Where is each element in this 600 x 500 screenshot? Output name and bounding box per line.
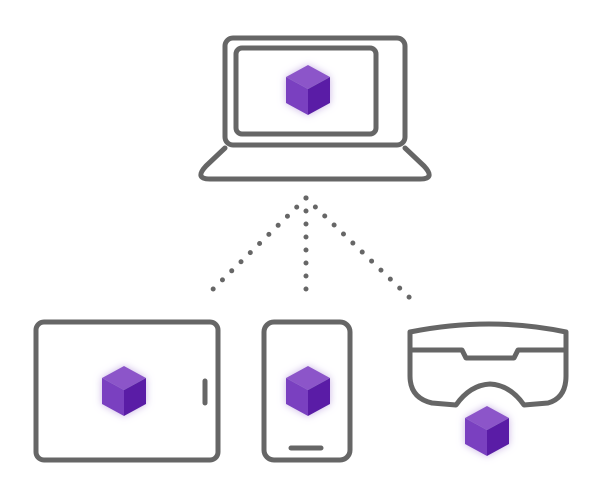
laptop-base (198, 145, 432, 182)
cube-3d-icon (102, 366, 146, 416)
phone-icon (261, 319, 353, 463)
connection-lines (201, 195, 413, 303)
tablet-body (33, 319, 221, 463)
laptop-screen (233, 45, 379, 137)
laptop-icon (198, 35, 432, 182)
cube-3d-icon (286, 366, 330, 416)
connection-laptop-tablet (201, 195, 309, 301)
connection-laptop-headset (303, 195, 413, 301)
headset-band (409, 347, 567, 361)
cube-3d-icon (286, 65, 330, 115)
vr-headset-icon (407, 321, 569, 408)
laptop-lid (222, 35, 408, 148)
headset-visor (407, 321, 569, 408)
phone-body (261, 319, 353, 463)
cube-3d-icon (465, 406, 509, 456)
tablet-icon (33, 319, 221, 463)
